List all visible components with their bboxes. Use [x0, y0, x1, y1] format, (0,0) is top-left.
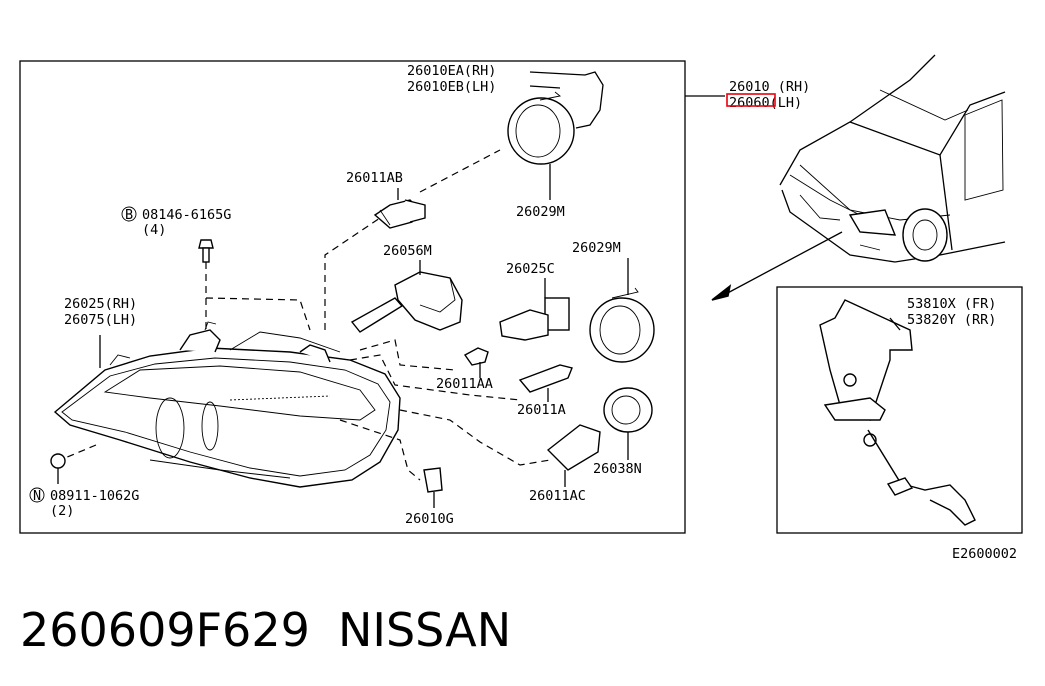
label-26029M-top: 26029M [516, 204, 565, 220]
label-26011AA: 26011AA [436, 376, 493, 392]
bulb-26011AC [546, 424, 601, 487]
bulb-26011AA [463, 347, 489, 378]
socket-ring-top [507, 91, 575, 200]
label-26038N: 26038N [593, 461, 642, 477]
sensor-detail-frame [776, 286, 1023, 534]
label-26025C: 26025C [506, 261, 555, 277]
bulb-26011AB [373, 188, 426, 229]
clip-26010G [423, 467, 443, 508]
bolt-marker-circle [121, 206, 137, 222]
diagram-id: E2600002 [952, 546, 1017, 562]
socket-26025C [499, 278, 570, 341]
label-nut-part: 08911-1062G [50, 488, 139, 504]
nut-08911 [50, 453, 66, 484]
label-26060-lh: 26060(LH) [729, 95, 802, 111]
socket-26038N [603, 387, 653, 460]
bulb-26011A [518, 364, 573, 402]
label-26010G: 26010G [405, 511, 454, 527]
level-sensor-drawing [819, 299, 976, 526]
car-illustration [779, 54, 1006, 263]
bolt-marker-letter: B [125, 207, 133, 223]
highlight-box [726, 93, 776, 107]
label-bolt-part: 08146-6165G [142, 207, 231, 223]
label-26075-lh: 26075(LH) [64, 312, 137, 328]
headlamp-assembly-drawing [53, 321, 401, 488]
label-26011A: 26011A [517, 402, 566, 418]
label-26010EB: 26010EB(LH) [407, 79, 496, 95]
label-26025-rh: 26025(RH) [64, 296, 137, 312]
label-26011AC: 26011AC [529, 488, 586, 504]
nut-marker-letter: N [33, 488, 41, 504]
bulb-26056M [350, 260, 463, 333]
label-26029M-right: 26029M [572, 240, 621, 256]
brand-heading: NISSAN [338, 603, 511, 657]
label-26011AB: 26011AB [346, 170, 403, 186]
nut-marker-circle [29, 487, 45, 503]
bolt-08146 [198, 239, 214, 263]
label-53810X: 53810X (FR) [907, 296, 996, 312]
label-53820Y: 53820Y (RR) [907, 312, 996, 328]
part-number-heading: 260609F629 [20, 603, 310, 657]
main-diagram-frame [19, 60, 686, 534]
label-26010-rh: 26010 (RH) [729, 79, 810, 95]
label-26010EA: 26010EA(RH) [407, 63, 496, 79]
socket-ring-right [589, 258, 655, 363]
label-bolt-qty: (4) [142, 222, 166, 238]
label-nut-qty: (2) [50, 503, 74, 519]
label-26056M: 26056M [383, 243, 432, 259]
